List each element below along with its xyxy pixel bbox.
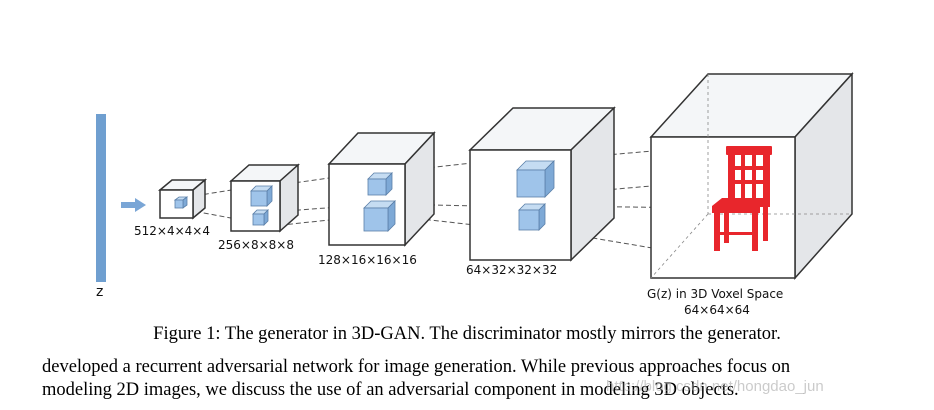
output-label-line2: 64×64×64 <box>684 303 750 317</box>
output-voxel-volume <box>649 72 854 280</box>
input-label: z <box>96 284 104 300</box>
volume-64x32x32x32 <box>468 106 616 262</box>
figure-caption: Figure 1: The generator in 3D-GAN. The d… <box>153 324 781 344</box>
body-text-line-2: modeling 2D images, we discuss the use o… <box>42 380 739 400</box>
volume-label-1: 512×4×4×4 <box>134 224 210 238</box>
volume-512x4x4x4 <box>157 178 208 220</box>
latent-vector-bar <box>96 114 106 282</box>
watermark: http://blog.csdn.net/hongdao_jun <box>606 378 824 395</box>
kernel-cube <box>518 203 546 231</box>
kernel-cube <box>516 160 555 198</box>
kernel-cube <box>367 172 393 196</box>
body-text-line-1: developed a recurrent adversarial networ… <box>42 357 791 377</box>
kernel-cube <box>252 209 269 226</box>
output-label-line1: G(z) in 3D Voxel Space <box>647 287 784 301</box>
input-arrow-icon <box>121 198 146 212</box>
volume-128x16x16x16 <box>327 131 436 247</box>
volume-label-3: 128×16×16×16 <box>318 253 417 267</box>
chair-voxel-icon <box>712 146 772 251</box>
volume-label-4: 64×32×32×32 <box>466 263 558 277</box>
kernel-cube <box>363 200 396 232</box>
kernel-cube <box>250 185 273 207</box>
kernel-cube <box>173 196 189 209</box>
generator-architecture-figure <box>96 72 854 282</box>
volume-256x8x8x8 <box>229 163 300 233</box>
volume-label-2: 256×8×8×8 <box>218 238 294 252</box>
